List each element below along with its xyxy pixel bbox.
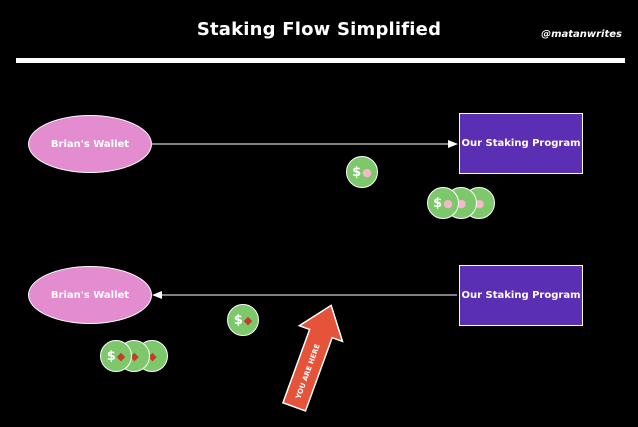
dollar-symbol: $: [106, 348, 116, 364]
author-handle: @matanwrites: [541, 29, 622, 40]
steak-token-stack-coin: $◆: [100, 340, 132, 372]
steak-icon: ◆: [148, 349, 157, 363]
steak-icon: ◆: [116, 349, 126, 363]
cow-icon: ●: [474, 196, 485, 210]
bottom-target-label: Brian's Wallet: [50, 289, 130, 301]
cow-token-coin: $●: [346, 156, 378, 188]
top-target-label: Our Staking Program: [461, 138, 581, 149]
bottom-source-label: Our Staking Program: [461, 290, 581, 301]
steak-icon: ◆: [130, 349, 139, 363]
dollar-symbol: $: [352, 164, 362, 180]
cow-icon: ●: [456, 196, 467, 210]
steak-icon: ◆: [243, 313, 253, 327]
cow-token-stack-coin: $●: [427, 187, 459, 219]
top-source-wallet: Brian's Wallet: [28, 115, 152, 173]
dollar-symbol: $: [233, 312, 243, 328]
top-staking-program: Our Staking Program: [459, 113, 583, 174]
bottom-target-wallet: Brian's Wallet: [28, 266, 152, 324]
cow-icon: ●: [443, 196, 453, 210]
title-divider: [16, 58, 625, 63]
you-are-here-arrow: YOU ARE HERE: [281, 304, 344, 412]
top-source-label: Brian's Wallet: [50, 138, 130, 150]
cow-icon: ●: [362, 165, 372, 179]
dollar-symbol: $: [433, 195, 443, 211]
page-title: Staking Flow Simplified: [196, 19, 442, 40]
bottom-staking-program: Our Staking Program: [459, 265, 583, 326]
steak-token-coin: $◆: [227, 304, 259, 336]
